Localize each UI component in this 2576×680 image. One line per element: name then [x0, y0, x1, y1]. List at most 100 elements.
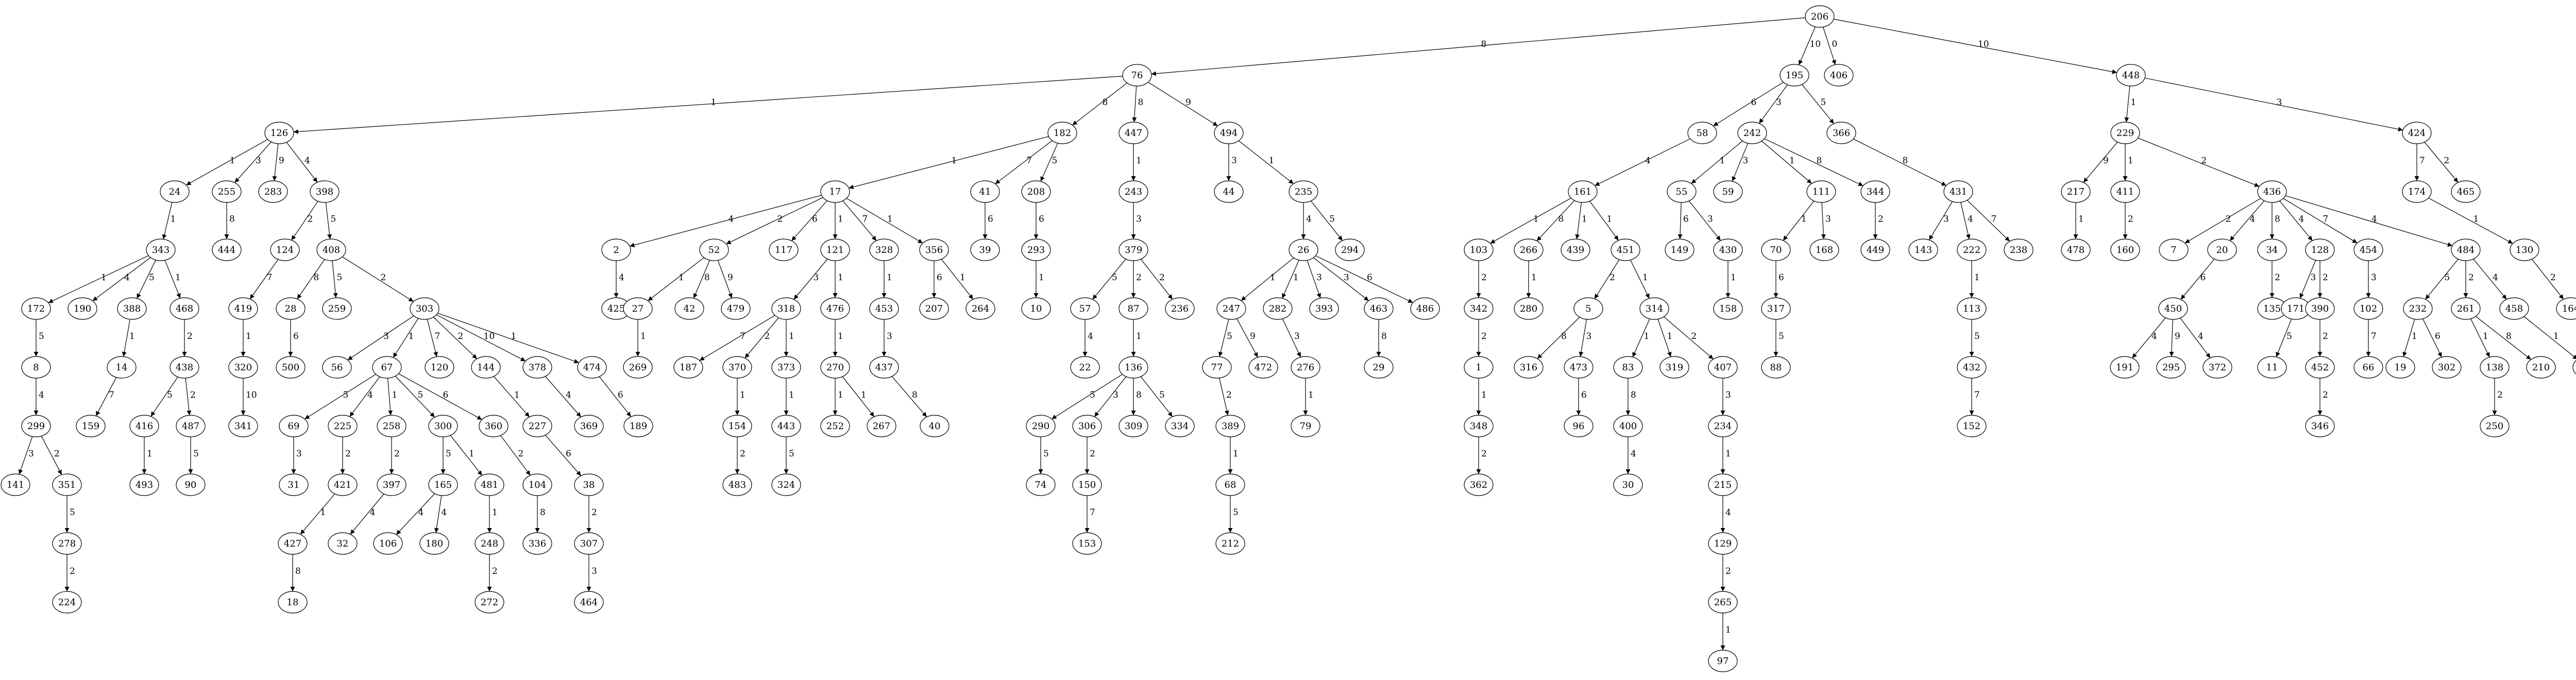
edge-436-128 — [2279, 200, 2313, 241]
node-210: 210 — [2526, 356, 2556, 379]
edge-282-276 — [1282, 318, 1301, 358]
node-17: 17 — [820, 180, 850, 203]
node-label: 168 — [1816, 245, 1833, 256]
edge-26-247 — [1241, 257, 1294, 301]
node-ellipse — [1561, 239, 1590, 261]
edge-300-481 — [450, 435, 483, 476]
node-144: 144 — [471, 356, 501, 379]
edge-weight-label: 5 — [1043, 449, 1049, 459]
edge-weight-label: 2 — [591, 507, 597, 518]
node-ellipse — [1957, 356, 1987, 379]
edge-weight-label: 1 — [1607, 214, 1613, 225]
node-ellipse — [771, 473, 801, 496]
node-319: 319 — [1659, 356, 1689, 379]
node-ellipse — [1943, 180, 1973, 203]
edge-weight-label: 1 — [320, 507, 326, 518]
edge-weight-label: 1 — [1644, 331, 1650, 342]
edge-136-306 — [1094, 376, 1127, 417]
node-label: 314 — [1646, 303, 1663, 314]
edge-weight-label: 1 — [2412, 331, 2417, 342]
node-label: 88 — [1770, 362, 1782, 373]
edge-weight-label: 4 — [1725, 507, 1731, 518]
node-ellipse — [970, 239, 1000, 261]
node-ellipse — [2061, 239, 2091, 261]
edge-weight-label: 7 — [1974, 390, 1980, 400]
node-294: 294 — [1335, 239, 1365, 261]
node-ellipse — [1215, 473, 1245, 496]
node-ellipse — [479, 415, 509, 437]
node-ellipse — [1214, 180, 1244, 203]
node-ellipse — [2385, 356, 2415, 379]
node-272: 272 — [474, 591, 504, 614]
node-ellipse — [919, 297, 949, 320]
edge-weight-label: 9 — [2175, 331, 2180, 342]
node-label: 431 — [1950, 186, 1967, 197]
node-label: 14 — [116, 362, 128, 373]
edge-182-41 — [995, 140, 1053, 184]
edge-weight-label: 6 — [1778, 273, 1784, 283]
edge-weight-label: 4 — [1645, 156, 1651, 166]
edge-weight-label: 3 — [1776, 97, 1782, 108]
edge-weight-label: 1 — [1720, 156, 1725, 166]
node-20: 20 — [2207, 239, 2237, 261]
node-ellipse — [820, 415, 850, 437]
edge-303-120 — [427, 319, 438, 357]
node-ellipse — [160, 180, 190, 203]
node-label: 448 — [2122, 70, 2140, 81]
node-label: 57 — [1079, 303, 1091, 314]
node-label: 439 — [1567, 245, 1584, 256]
node-label: 269 — [629, 362, 647, 373]
node-label: 22 — [1079, 362, 1091, 373]
edge-235-294 — [1310, 200, 1343, 241]
edge-weight-label: 1 — [511, 331, 517, 342]
node-label: 493 — [135, 480, 153, 490]
node-label: 8 — [33, 362, 39, 373]
edge-weight-label: 1 — [679, 273, 684, 283]
edge-weight-label: 2 — [2275, 273, 2280, 283]
node-ellipse — [1118, 239, 1148, 261]
node-label: 7 — [2171, 245, 2176, 256]
node-ellipse — [419, 532, 449, 555]
node-label: 416 — [135, 421, 153, 432]
edge-weight-label: 7 — [1026, 156, 1032, 166]
node-label: 11 — [2266, 362, 2278, 373]
node-ellipse — [1708, 415, 1738, 437]
node-ellipse — [67, 297, 97, 320]
node-label: 438 — [176, 362, 193, 373]
node-label: 348 — [1470, 421, 1487, 432]
edge-weight-label: 1 — [1293, 273, 1299, 283]
node-label: 102 — [2360, 303, 2377, 314]
node-label: 152 — [1963, 421, 1980, 432]
edge-weight-label: 9 — [727, 273, 733, 283]
edge-weight-label: 1 — [861, 390, 867, 400]
node-label: 389 — [1222, 421, 1239, 432]
node-label: 141 — [7, 480, 24, 490]
edge-weight-label: 4 — [2198, 331, 2204, 342]
edge-weight-label: 10 — [484, 331, 495, 342]
node-label: 153 — [1078, 538, 1096, 549]
edge-weight-label: 3 — [1294, 331, 1300, 342]
node-ellipse — [2402, 122, 2432, 144]
node-411: 411 — [2110, 180, 2140, 203]
edge-weight-label: 7 — [740, 331, 745, 342]
edge-weight-label: 1 — [514, 390, 520, 400]
node-ellipse — [52, 473, 82, 496]
edge-weight-label: 6 — [988, 214, 993, 225]
node-168: 168 — [1809, 239, 1839, 261]
edge-76-182 — [1072, 82, 1127, 126]
node-443: 443 — [771, 415, 801, 437]
node-ellipse — [264, 122, 294, 144]
edge-242-111 — [1761, 141, 1812, 184]
node-450: 450 — [2158, 297, 2188, 320]
node-ellipse — [170, 356, 199, 379]
node-ellipse — [1216, 297, 1246, 320]
edge-weight-label: 1 — [2473, 214, 2479, 225]
edge-weight-label: 2 — [1136, 273, 1142, 283]
node-2: 2 — [601, 239, 631, 261]
node-ellipse — [623, 297, 653, 320]
node-label: 494 — [1220, 128, 1238, 139]
node-label: 419 — [234, 303, 252, 314]
node-464: 464 — [574, 591, 604, 614]
edge-weight-label: 2 — [518, 449, 524, 459]
edge-weight-label: 2 — [308, 214, 313, 225]
